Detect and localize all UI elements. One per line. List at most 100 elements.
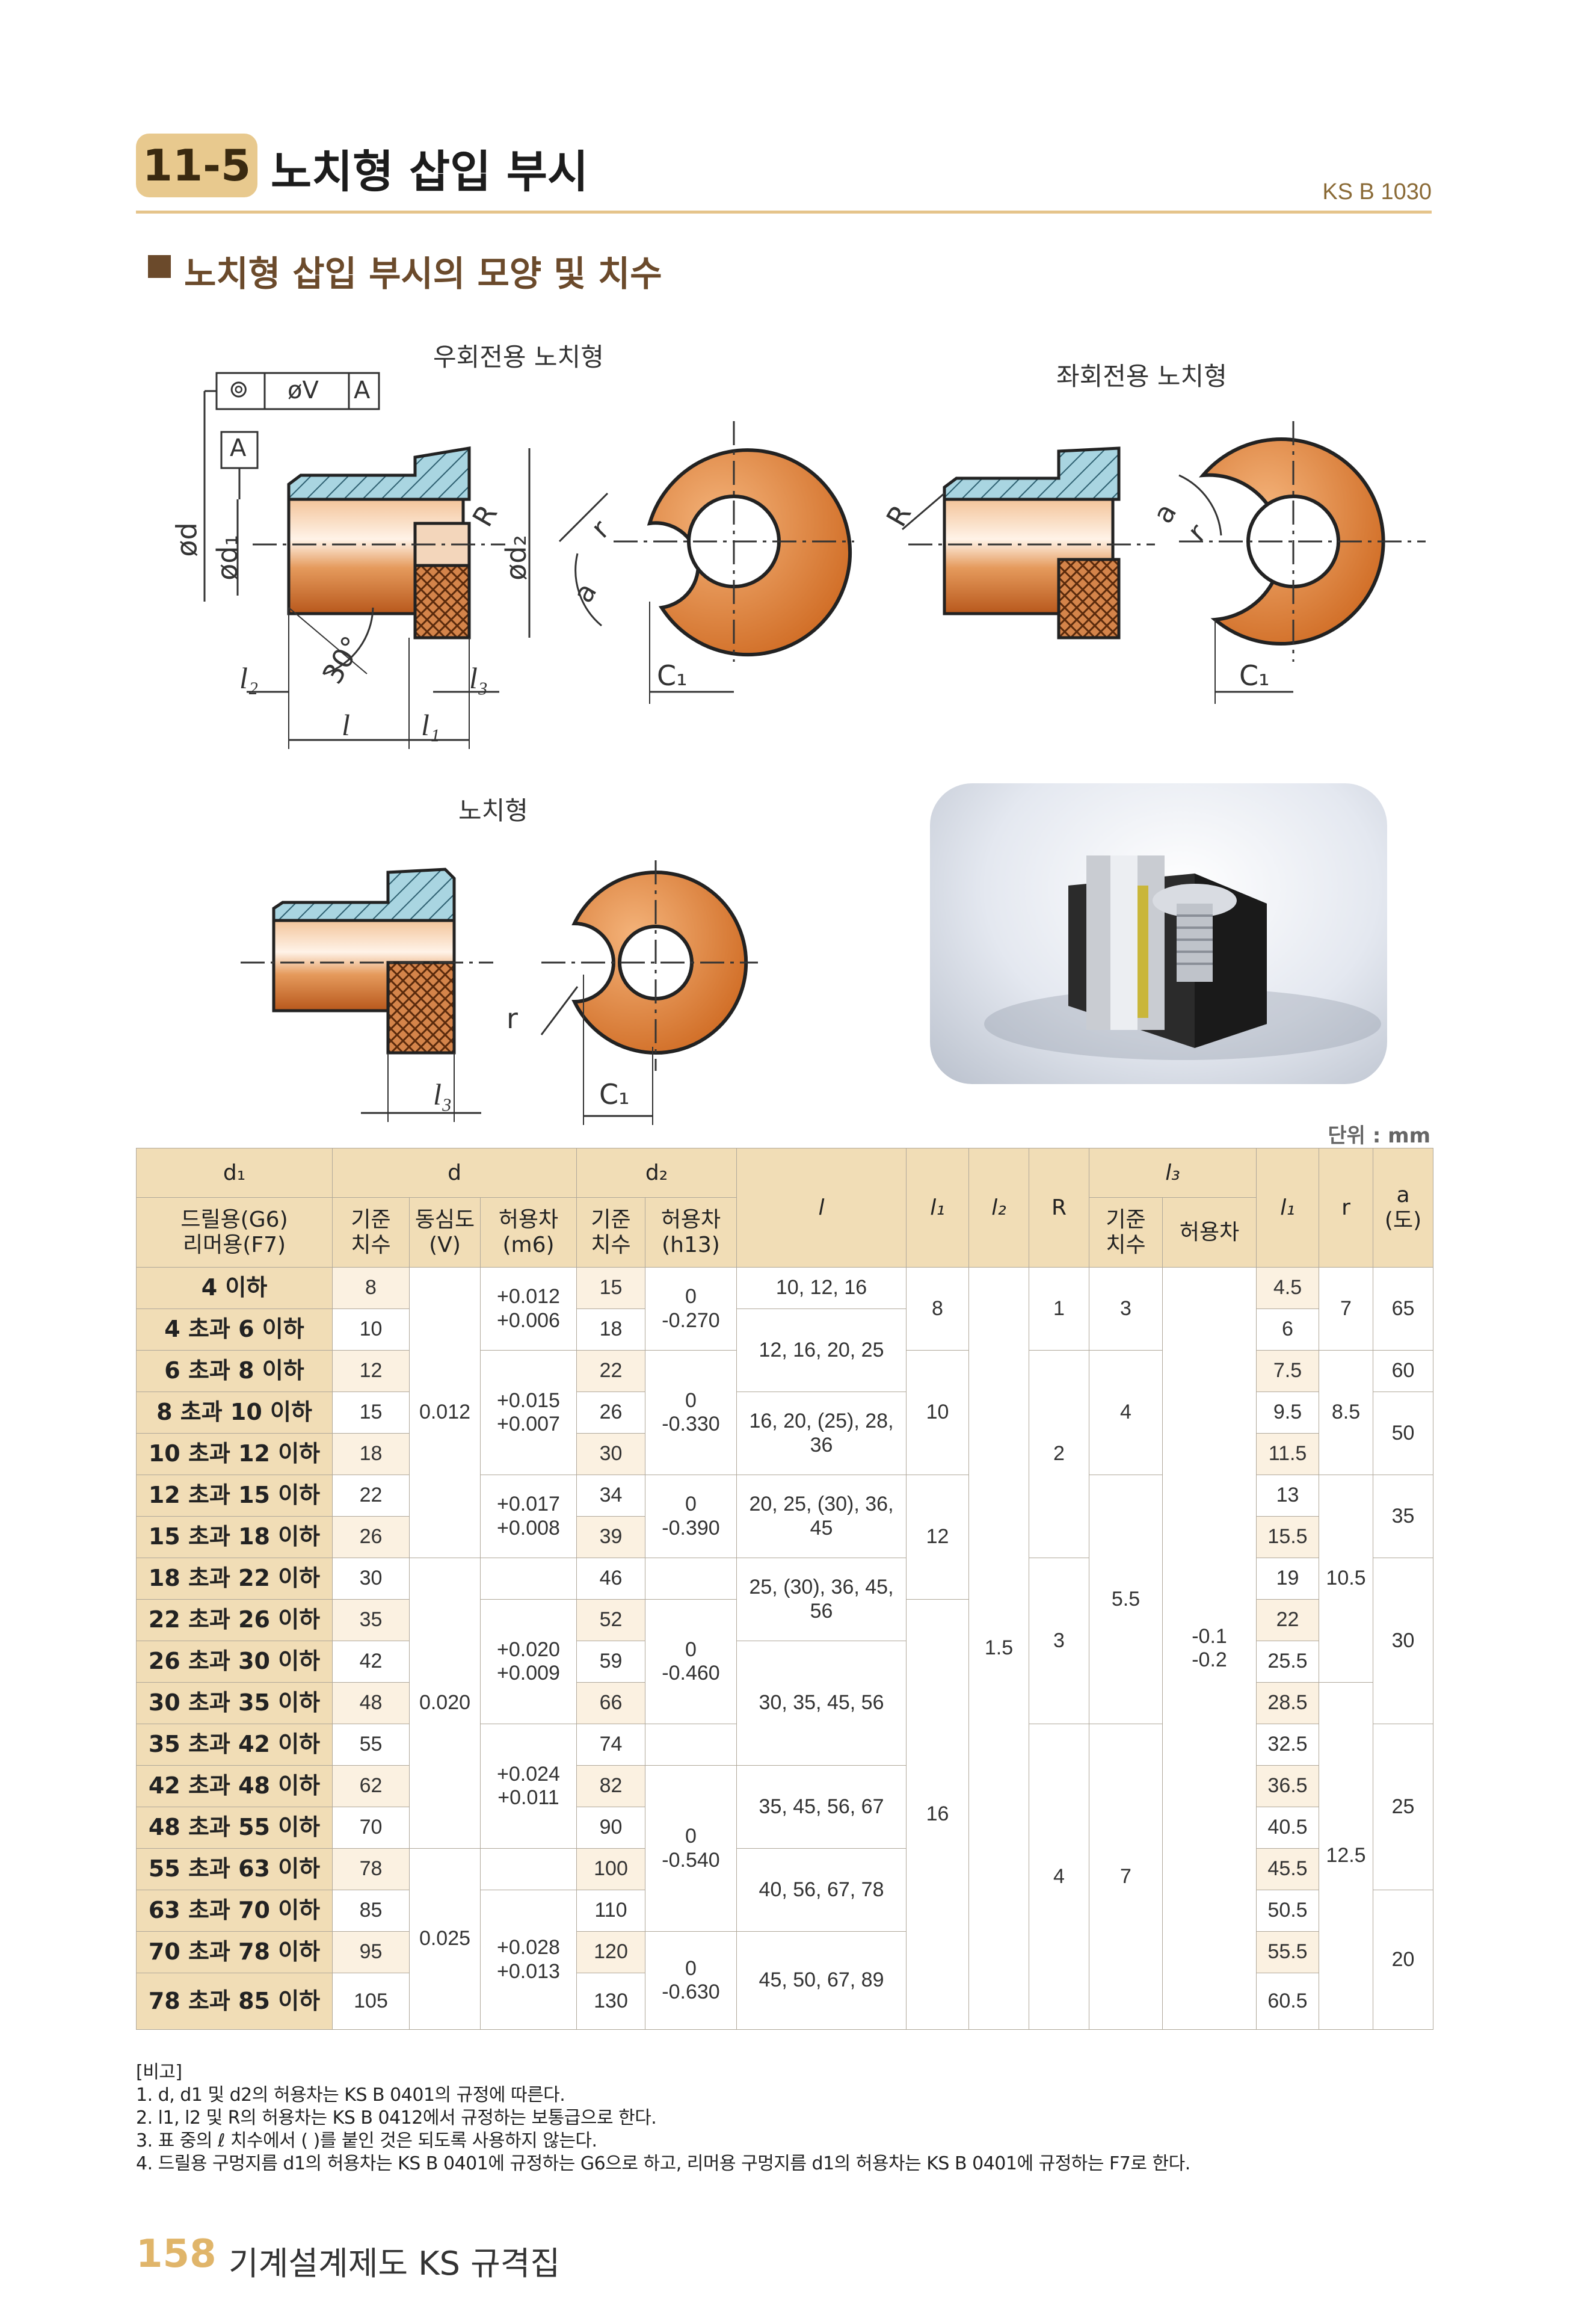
- d-tol-cell: +0.020+0.009: [480, 1599, 577, 1724]
- table-row: 55 초과 63 이하 78 0.025 100 40, 56, 67, 78 …: [136, 1848, 1433, 2030]
- d2-tol-cell: 0-0.630: [644, 1931, 737, 2030]
- d2-basic-cell: 46: [576, 1558, 645, 1600]
- l3-tol-cell: -0.1-0.2: [1162, 1267, 1257, 2030]
- header-r: r: [1319, 1148, 1374, 1268]
- right-rotation-label: 우회전용 노치형: [433, 342, 604, 372]
- r-cell: 8.5: [1319, 1350, 1374, 1475]
- l-cell: 10, 12, 16: [736, 1267, 907, 1309]
- l1b-cell: 60.5: [1256, 1973, 1320, 2030]
- a-cell: 50: [1373, 1392, 1434, 1475]
- left-rotation-label: 좌회전용 노치형: [1056, 362, 1227, 391]
- table-row: 18 초과 22 이하 30 0.020 46 25, (30), 36, 45…: [136, 1558, 1434, 1849]
- d-tol-cell-blank: [480, 1848, 577, 1890]
- left-rotation-end-view: [1178, 421, 1426, 704]
- dim-C1-right: C₁: [657, 659, 688, 692]
- table-row: 35 초과 42 이하 55 +0.024+0.011 74 4 7 32.5 …: [136, 1724, 1434, 2030]
- concentricity-cell: 0.025: [409, 1848, 481, 2030]
- dim-l2: l₂: [239, 661, 259, 695]
- header-l3-tol: 허용차: [1162, 1197, 1257, 1268]
- concentricity-cell: 0.012: [409, 1267, 481, 1558]
- l3-basic-cell: 5.5: [1089, 1475, 1163, 1724]
- d2-basic-cell: 18: [576, 1308, 645, 1351]
- table-row: 15 초과 18 이하 26 39 15.5: [136, 1516, 1433, 1558]
- table-row: 4 초과 6 이하 10 18 12, 16, 20, 25 6: [136, 1308, 1433, 1392]
- tolerance-value: øV: [288, 377, 319, 404]
- l1-cell: 16: [906, 1599, 970, 2030]
- d-tol-cell: +0.028+0.013: [480, 1890, 577, 2030]
- bushing-dimension-table: d₁ d d₂ l l₁ l₂ R l₃ l₁ r a (도) 드릴용(G6) …: [136, 1148, 1434, 2030]
- d-tol-cell-blank: [480, 1558, 577, 1600]
- R-cell: 2: [1029, 1350, 1090, 1558]
- d1-cell: 70 초과 78 이하: [136, 1931, 333, 1973]
- l1b-cell: 13: [1256, 1475, 1320, 1517]
- d2-basic-cell: 66: [576, 1682, 645, 1724]
- d1-cell: 18 초과 22 이하: [136, 1558, 333, 1600]
- d1-cell: 30 초과 35 이하: [136, 1682, 333, 1724]
- subsection-title: 노치형 삽입 부시의 모양 및 치수: [184, 253, 662, 294]
- square-bullet-icon: [148, 255, 171, 278]
- l-cell: 25, (30), 36, 45, 56: [736, 1558, 907, 1641]
- dim-l3: l₃: [469, 661, 488, 695]
- d2-basic-cell: 82: [576, 1765, 645, 1807]
- notched-end-view: [540, 860, 758, 1125]
- dim-l3-notched: l₃: [433, 1077, 452, 1111]
- header-d2-basic: 기준 치수: [576, 1197, 645, 1268]
- table-row: 30 초과 35 이하 48 66 28.5 12.5: [136, 1682, 1433, 2030]
- l-cell: 16, 20, (25), 28, 36: [736, 1392, 907, 1475]
- l1b-cell: 28.5: [1256, 1682, 1320, 1724]
- d1-cell: 6 초과 8 이하: [136, 1350, 333, 1392]
- d-basic-cell: 10: [332, 1308, 410, 1351]
- l2-cell: 1.5: [968, 1267, 1030, 2030]
- table-row: 22 초과 26 이하 35 +0.020+0.009 52 0-0.460 1…: [136, 1599, 1433, 2030]
- notched-section-view: [241, 868, 493, 1122]
- l3-basic-cell: 7: [1089, 1724, 1163, 2030]
- d-basic-cell: 70: [332, 1807, 410, 1849]
- table-row: 42 초과 48 이하 62 82 0-0.540 35, 45, 56, 67…: [136, 1765, 1433, 1932]
- header-drill-reamer: 드릴용(G6) 리머용(F7): [136, 1197, 333, 1268]
- header-d2-tol: 허용차 (h13): [644, 1197, 737, 1268]
- r-cell: 12.5: [1319, 1682, 1374, 2030]
- d2-tol-cell: 0-0.540: [644, 1765, 737, 1932]
- datum-label: A: [230, 434, 247, 462]
- l-cell: 45, 50, 67, 89: [736, 1931, 907, 2030]
- notched-label: 노치형: [458, 796, 528, 825]
- table-row: 26 초과 30 이하 42 59 30, 35, 45, 56 25.5: [136, 1641, 1433, 1766]
- note-item: 4. 드릴용 구멍지름 d1의 허용차는 KS B 0401에 규정하는 G6으…: [136, 2153, 1190, 2174]
- l1b-cell: 15.5: [1256, 1516, 1320, 1558]
- d-basic-cell: 55: [332, 1724, 410, 1766]
- r-cell: 7: [1319, 1267, 1374, 1351]
- a-cell: 25: [1373, 1724, 1434, 1890]
- header-l1: l₁: [906, 1148, 970, 1268]
- page-number: 158: [136, 2232, 217, 2276]
- a-cell: 30: [1373, 1558, 1434, 1724]
- d-basic-cell: 62: [332, 1765, 410, 1807]
- d2-basic-cell: 59: [576, 1641, 645, 1683]
- d2-basic-cell: 15: [576, 1267, 645, 1309]
- d-basic-cell: 15: [332, 1392, 410, 1434]
- header-rule: [136, 211, 1432, 214]
- header-R: R: [1029, 1148, 1090, 1268]
- d-basic-cell: 95: [332, 1931, 410, 1973]
- d-tol-cell: +0.024+0.011: [480, 1724, 577, 1849]
- dim-l: l: [342, 708, 350, 742]
- d1-cell: 12 초과 15 이하: [136, 1475, 333, 1517]
- l-cell: 35, 45, 56, 67: [736, 1765, 907, 1849]
- l1b-cell: 40.5: [1256, 1807, 1320, 1849]
- l-cell: 40, 56, 67, 78: [736, 1848, 907, 1932]
- R-cell: 3: [1029, 1558, 1090, 1724]
- note-item: 1. d, d1 및 d2의 허용차는 KS B 0401의 규정에 따른다.: [136, 2085, 565, 2106]
- dim-l1: l₁: [421, 708, 440, 742]
- header-d-basic: 기준 치수: [332, 1197, 410, 1268]
- d-basic-cell: 22: [332, 1475, 410, 1517]
- section-title: 노치형 삽입 부시: [271, 146, 589, 198]
- d-basic-cell: 26: [332, 1516, 410, 1558]
- d2-basic-cell: 22: [576, 1350, 645, 1392]
- l1b-cell: 9.5: [1256, 1392, 1320, 1434]
- l-cell: 20, 25, (30), 36, 45: [736, 1475, 907, 1558]
- d1-cell: 78 초과 85 이하: [136, 1973, 333, 2030]
- d1-cell: 22 초과 26 이하: [136, 1599, 333, 1641]
- unit-label: 단위 : mm: [1328, 1124, 1430, 1148]
- d1-cell: 26 초과 30 이하: [136, 1641, 333, 1683]
- r-cell: 10.5: [1319, 1475, 1374, 1683]
- l1b-cell: 50.5: [1256, 1890, 1320, 1932]
